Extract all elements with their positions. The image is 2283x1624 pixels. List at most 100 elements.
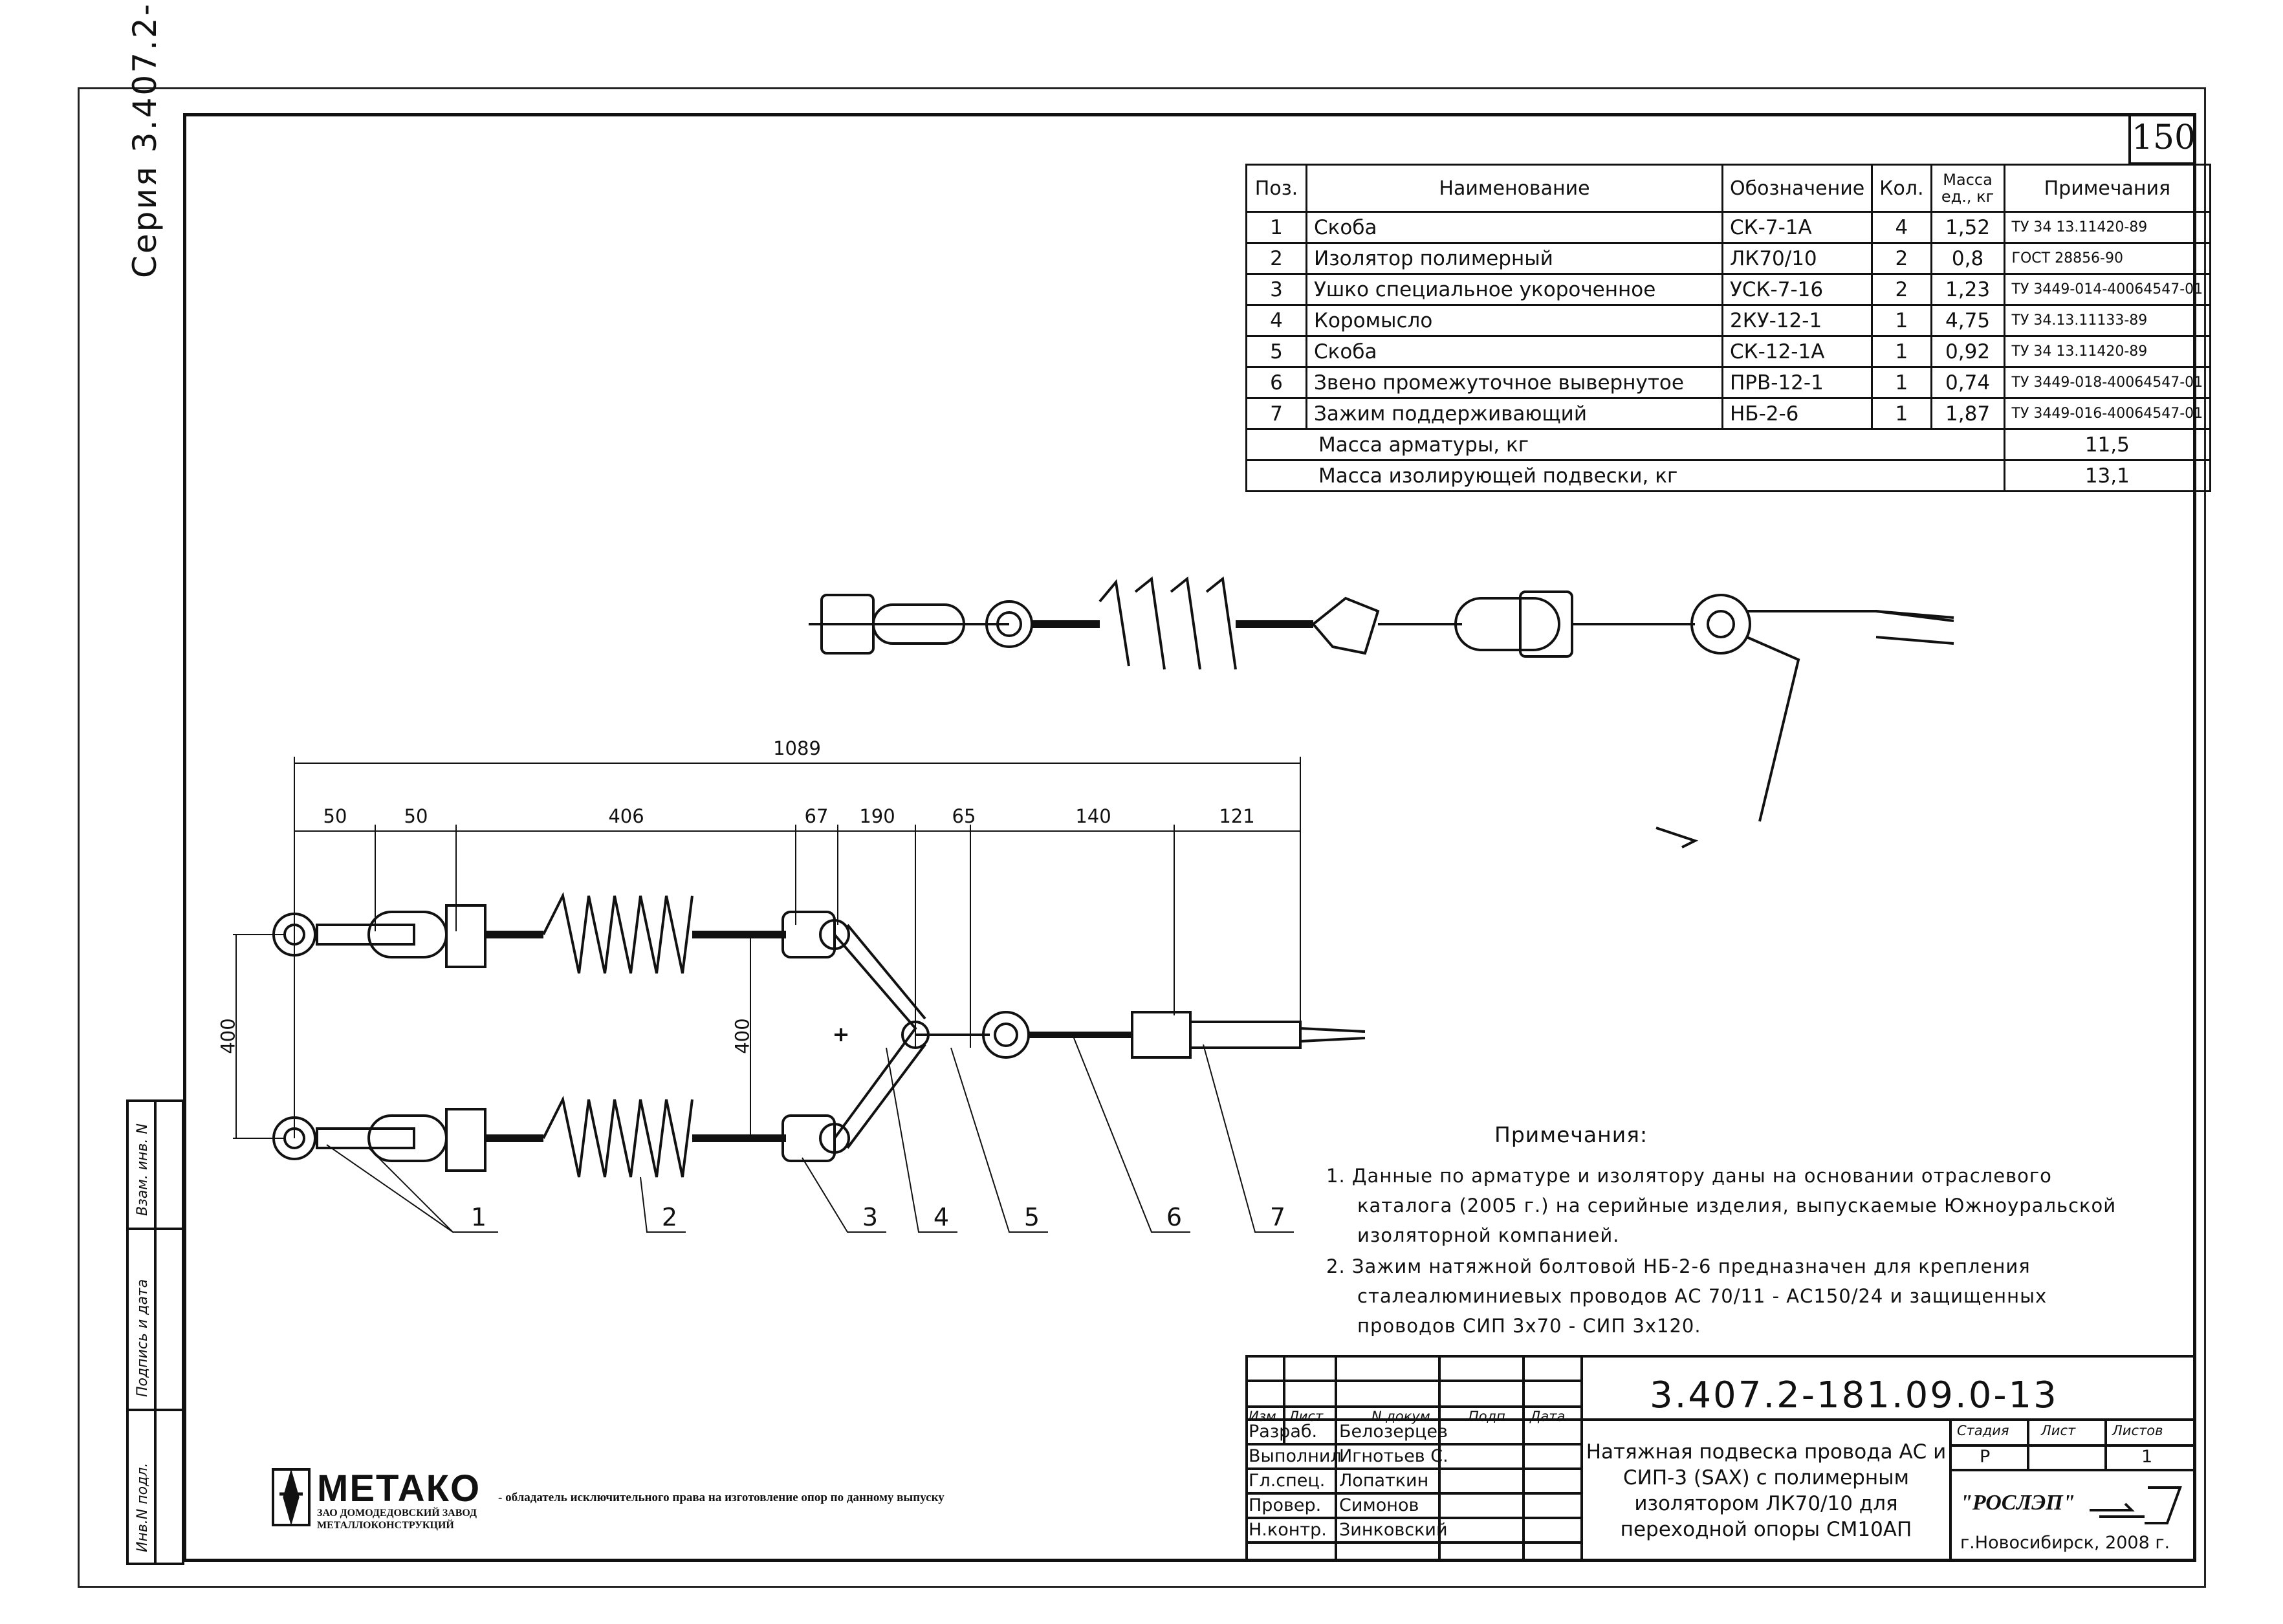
stage-label: Стадия — [1957, 1423, 2009, 1438]
designation-cell: ПРВ-12-1 — [1721, 366, 1873, 399]
total-insulated-value: 13,1 — [2003, 459, 2212, 492]
note-2: 2. Зажим натяжной болтовой НБ-2-6 предна… — [1326, 1251, 2047, 1341]
pos-cell: 3 — [1245, 273, 1307, 306]
side-inv-podl: Инв.N подл. — [135, 1462, 151, 1552]
metako-note: - обладатель исключительного права на из… — [498, 1491, 945, 1504]
qty-cell: 4 — [1871, 211, 1932, 244]
drawing-title: Натяжная подвеска провода АС и СИП-3 (SA… — [1586, 1440, 1947, 1541]
col-podp: Подп. — [1469, 1409, 1510, 1424]
sheets-value: 1 — [2141, 1447, 2153, 1467]
sheet-number: 150 — [2128, 113, 2196, 165]
dim-total: 1089 — [773, 737, 821, 759]
mass-cell: 1,87 — [1930, 397, 2005, 430]
designation-cell: ЛК70/10 — [1721, 242, 1873, 275]
col-qty: Кол. — [1871, 164, 1932, 213]
role-label: Н.контр. — [1249, 1520, 1327, 1540]
name-cell: Звено промежуточное вывернутое — [1305, 366, 1723, 399]
metako-name: МЕТАКО — [317, 1467, 481, 1510]
qty-cell: 1 — [1871, 304, 1932, 337]
mass-cell: 1,52 — [1930, 211, 2005, 244]
pos-cell: 6 — [1245, 366, 1307, 399]
dim-vertical-left: 400 — [217, 1018, 239, 1054]
leader-6: 6 — [1166, 1203, 1183, 1231]
note-2-line-3: проводов СИП 3х70 - СИП 3х120. — [1357, 1315, 1701, 1337]
metako-subtitle: ЗАО ДОМОДЕДОВСКИЙ ЗАВОД МЕТАЛЛОКОНСТРУКЦ… — [317, 1507, 477, 1532]
notes-cell: ГОСТ 28856-90 — [2003, 242, 2212, 275]
pos-cell: 5 — [1245, 335, 1307, 368]
role-label: Разраб. — [1249, 1422, 1318, 1442]
drawing-code: 3.407.2-181.09.0-13 — [1650, 1374, 2059, 1416]
spec-total-insulated: Масса изолирующей подвески, кг 13,1 — [1245, 459, 2212, 492]
spec-total-fittings: Масса арматуры, кг 11,5 — [1245, 428, 2212, 461]
col-ndok: N докум. — [1371, 1409, 1435, 1424]
side-stamp — [126, 1099, 184, 1565]
side-inv-vzam: Взам. инв. N — [135, 1123, 151, 1216]
dim-5: 190 — [859, 805, 895, 827]
pos-cell: 1 — [1245, 211, 1307, 244]
leader-lines — [326, 1037, 1294, 1233]
designation-cell: 2КУ-12-1 — [1721, 304, 1873, 337]
dim-1: 50 — [323, 805, 347, 827]
role-person: Лопаткин — [1339, 1471, 1429, 1491]
leader-5: 5 — [1023, 1203, 1040, 1231]
leader-4: 4 — [933, 1203, 950, 1231]
qty-cell: 1 — [1871, 366, 1932, 399]
dim-3: 406 — [608, 805, 644, 827]
role-person: Симонов — [1339, 1495, 1419, 1515]
role-label: Гл.спец. — [1249, 1471, 1326, 1491]
org-name: "РОСЛЭП" — [1960, 1491, 2075, 1515]
sheet-inner-frame — [183, 113, 2196, 1562]
note-1-line-3: изоляторной компанией. — [1357, 1224, 1620, 1246]
notes-cell: ТУ 34.13.11133-89 — [2003, 304, 2212, 337]
name-cell: Коромысло — [1305, 304, 1723, 337]
note-2-line-2: сталеалюминиевых проводов АС 70/11 - АС1… — [1357, 1285, 2048, 1307]
dim-8: 121 — [1219, 805, 1255, 827]
pos-cell: 7 — [1245, 397, 1307, 430]
leader-3: 3 — [862, 1203, 879, 1231]
name-cell: Зажим поддерживающий — [1305, 397, 1723, 430]
qty-cell: 2 — [1871, 273, 1932, 306]
dim-7: 140 — [1075, 805, 1111, 827]
name-cell: Изолятор полимерный — [1305, 242, 1723, 275]
total-fittings-value: 11,5 — [2003, 428, 2212, 461]
pos-cell: 4 — [1245, 304, 1307, 337]
role-label: Выполнил — [1249, 1446, 1342, 1466]
metako-sub-1: ЗАО ДОМОДЕДОВСКИЙ ЗАВОД — [317, 1508, 477, 1519]
name-cell: Ушко специальное укороченное — [1305, 273, 1723, 306]
mass-cell: 1,23 — [1930, 273, 2005, 306]
total-fittings-label: Масса арматуры, кг — [1245, 428, 2005, 461]
side-podpis: Подпись и дата — [135, 1279, 151, 1397]
note-1-line-2: каталога (2005 г.) на серийные изделия, … — [1357, 1195, 2117, 1217]
note-1: 1. Данные по арматуре и изолятору даны н… — [1326, 1161, 2116, 1250]
qty-cell: 2 — [1871, 242, 1932, 275]
notes-title: Примечания: — [1494, 1122, 1648, 1147]
spec-table: Поз. Наименование Обозначение Кол. Масса… — [1245, 164, 2212, 492]
col-list: Лист — [1289, 1409, 1324, 1424]
spec-header-row: Поз. Наименование Обозначение Кол. Масса… — [1245, 164, 2212, 213]
designation-cell: УСК-7-16 — [1721, 273, 1873, 306]
notes-cell: ТУ 3449-018-40064547-01 — [2003, 366, 2212, 399]
dim-6: 65 — [952, 805, 976, 827]
col-designation: Обозначение — [1721, 164, 1873, 213]
pos-cell: 2 — [1245, 242, 1307, 275]
top-view-string — [809, 576, 1954, 849]
col-data: Дата — [1530, 1409, 1566, 1424]
dim-vertical-mid: 400 — [731, 1018, 754, 1054]
col-name: Наименование — [1305, 164, 1723, 213]
mass-cell: 0,92 — [1930, 335, 2005, 368]
role-person: Зинковский — [1339, 1520, 1448, 1540]
col-notes: Примечания — [2003, 164, 2212, 213]
mass-cell: 0,74 — [1930, 366, 2005, 399]
qty-cell: 1 — [1871, 335, 1932, 368]
role-person: Игнотьев С. — [1339, 1446, 1448, 1466]
mass-cell: 4,75 — [1930, 304, 2005, 337]
note-1-line-1: 1. Данные по арматуре и изолятору даны н… — [1326, 1165, 2052, 1187]
designation-cell: НБ-2-6 — [1721, 397, 1873, 430]
